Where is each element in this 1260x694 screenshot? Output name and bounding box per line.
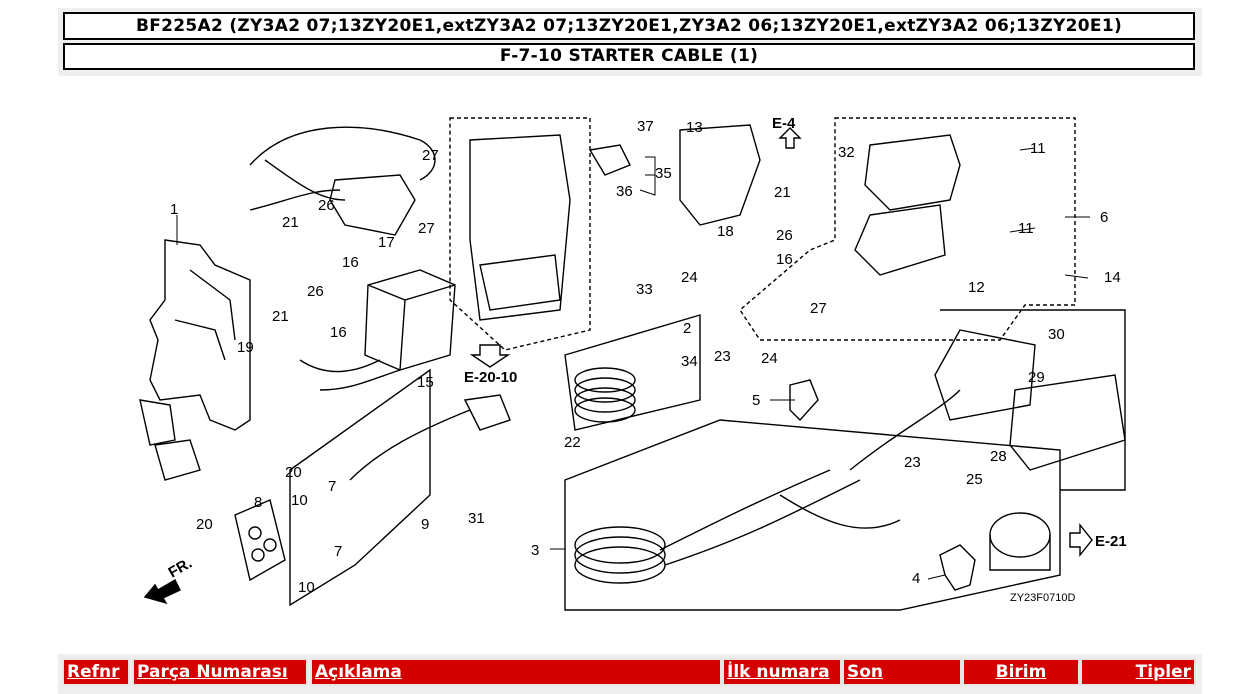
callout-16a[interactable]: 16 (342, 254, 359, 271)
callout-7a[interactable]: 7 (328, 478, 336, 495)
section-title: F-7-10 STARTER CABLE (1) (63, 43, 1195, 70)
callout-35[interactable]: 35 (655, 165, 672, 182)
header-panel: BF225A2 (ZY3A2 07;13ZY20E1,extZY3A2 07;1… (58, 8, 1202, 76)
ref-e21[interactable]: E-21 (1095, 533, 1127, 550)
col-refnr[interactable]: Refnr (62, 658, 130, 686)
callout-16b[interactable]: 16 (330, 324, 347, 341)
callout-12[interactable]: 12 (968, 279, 985, 296)
callout-21b[interactable]: 21 (272, 308, 289, 325)
callout-17[interactable]: 17 (378, 234, 395, 251)
parts-diagram: 1 2 3 4 5 6 7 7 8 9 10 10 11 11 12 13 14… (139, 115, 1127, 611)
callout-11b[interactable]: 11 (1018, 220, 1034, 237)
callout-34[interactable]: 34 (681, 353, 698, 370)
callout-36[interactable]: 36 (616, 183, 633, 200)
col-last[interactable]: Son (842, 658, 962, 686)
callout-9[interactable]: 9 (421, 516, 429, 533)
callout-13[interactable]: 13 (686, 119, 703, 136)
callout-14[interactable]: 14 (1104, 269, 1121, 286)
col-first-number[interactable]: İlk numara (722, 658, 842, 686)
callout-27b[interactable]: 27 (418, 220, 435, 237)
callout-22[interactable]: 22 (564, 434, 581, 451)
diagram-code: ZY23F0710D (1010, 592, 1075, 604)
callout-20a[interactable]: 20 (285, 464, 302, 481)
callout-7b[interactable]: 7 (334, 543, 342, 560)
callout-32[interactable]: 32 (838, 144, 855, 161)
callout-21a[interactable]: 21 (282, 214, 299, 231)
callout-11a[interactable]: 11 (1030, 140, 1046, 157)
col-part-number[interactable]: Parça Numarası (132, 658, 308, 686)
callout-27c[interactable]: 27 (810, 300, 827, 317)
callout-1[interactable]: 1 (170, 201, 178, 218)
callout-26b[interactable]: 26 (307, 283, 324, 300)
col-description[interactable]: Açıklama (310, 658, 722, 686)
callout-5[interactable]: 5 (752, 392, 760, 409)
callout-26c[interactable]: 26 (776, 227, 793, 244)
callout-33[interactable]: 33 (636, 281, 653, 298)
callout-8[interactable]: 8 (254, 494, 262, 511)
col-types[interactable]: Tipler (1080, 658, 1196, 686)
ref-e20-10[interactable]: E-20-10 (464, 369, 517, 386)
callout-23a[interactable]: 23 (714, 348, 731, 365)
callout-31[interactable]: 31 (468, 510, 485, 527)
model-title: BF225A2 (ZY3A2 07;13ZY20E1,extZY3A2 07;1… (63, 12, 1195, 40)
callout-27a[interactable]: 27 (422, 147, 439, 164)
callout-20b[interactable]: 20 (196, 516, 213, 533)
callout-10a[interactable]: 10 (291, 492, 308, 509)
callout-24b[interactable]: 24 (761, 350, 778, 367)
callout-26a[interactable]: 26 (318, 197, 335, 214)
callout-25[interactable]: 25 (966, 471, 983, 488)
fr-label: FR. (166, 555, 195, 582)
ref-e4[interactable]: E-4 (772, 115, 796, 132)
callout-15[interactable]: 15 (417, 374, 434, 391)
callout-23b[interactable]: 23 (904, 454, 921, 471)
callout-21c[interactable]: 21 (774, 184, 791, 201)
callout-18[interactable]: 18 (717, 223, 734, 240)
callout-3[interactable]: 3 (531, 542, 539, 559)
callout-28[interactable]: 28 (990, 448, 1007, 465)
callout-16c[interactable]: 16 (776, 251, 793, 268)
callout-4[interactable]: 4 (912, 570, 920, 587)
col-unit[interactable]: Birim (962, 658, 1080, 686)
callout-6[interactable]: 6 (1100, 209, 1108, 226)
parts-table-header: Refnr Parça Numarası Açıklama İlk numara… (58, 654, 1202, 694)
callout-10b[interactable]: 10 (298, 579, 315, 596)
callout-29[interactable]: 29 (1028, 369, 1045, 386)
callout-37[interactable]: 37 (637, 118, 654, 135)
callout-30[interactable]: 30 (1048, 326, 1065, 343)
callout-24a[interactable]: 24 (681, 269, 698, 286)
callout-2[interactable]: 2 (683, 320, 691, 337)
callout-19[interactable]: 19 (237, 339, 254, 356)
